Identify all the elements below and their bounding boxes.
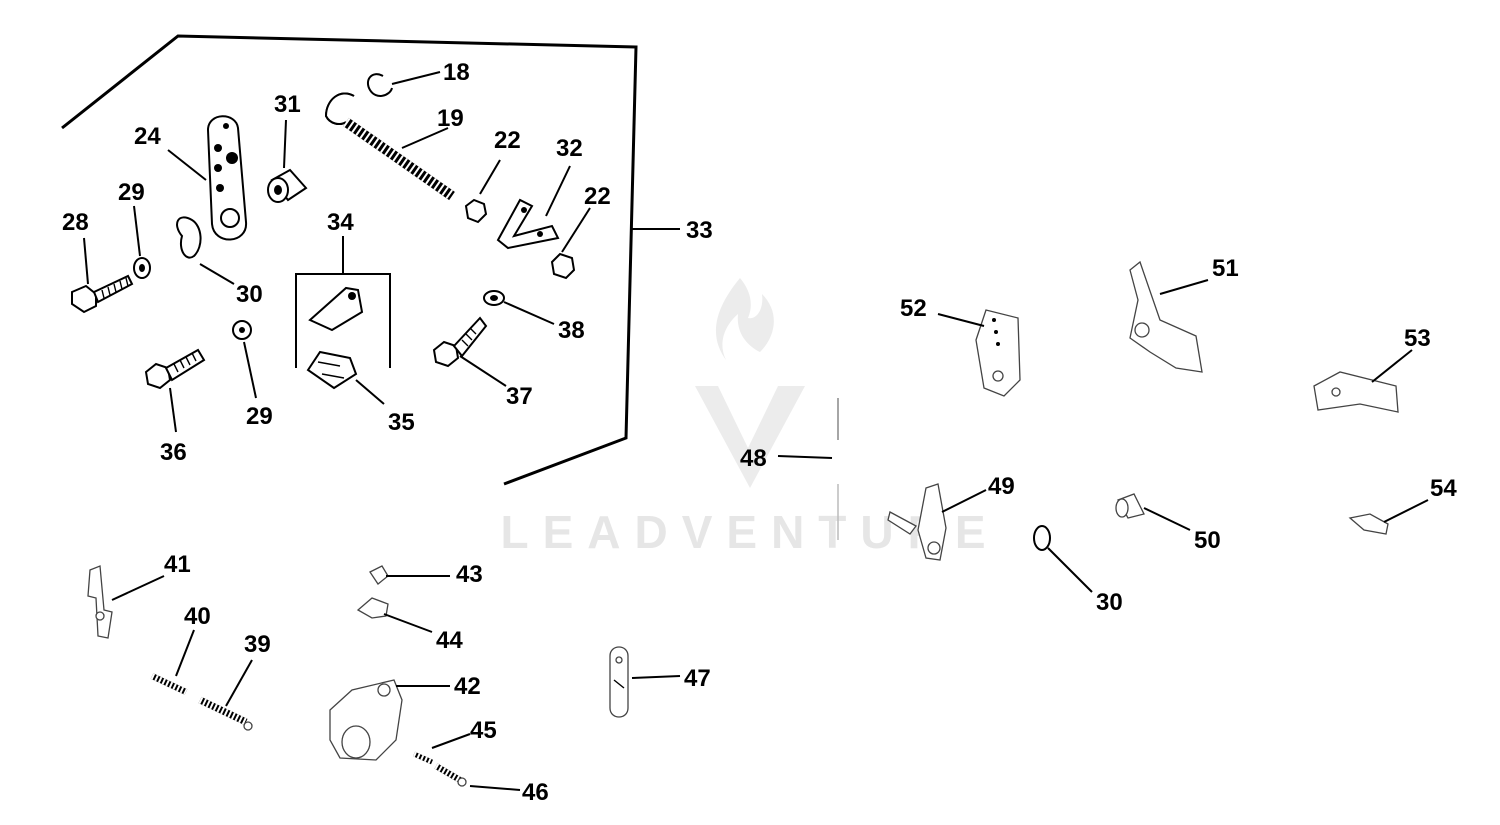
bolt-part-28 [71,274,134,314]
bushing-part-50 [1115,493,1145,519]
angle-bracket-part-32 [496,198,560,250]
callout-30-upper: 30 [236,281,263,308]
spring-part-45 [412,751,434,765]
e-clip-part-18 [366,73,393,97]
callout-labels: 18 19 22 32 22 33 24 31 28 29 34 30 38 3… [62,59,1457,806]
callout-51: 51 [1212,255,1239,282]
callout-29-upper: 29 [118,179,145,206]
sub-bracket-34 [295,236,391,368]
callout-33: 33 [686,217,713,244]
callout-34: 34 [327,209,354,236]
callout-38: 38 [558,317,585,344]
spring-rod-part-19 [324,92,455,201]
callout-35: 35 [388,409,415,436]
spring-part-40 [150,673,188,695]
washer-part-29-upper [133,257,151,279]
part-54 [1348,513,1389,535]
callout-22-lower: 22 [584,183,611,210]
spring-clip-part-35 [306,350,358,390]
callout-44: 44 [436,627,463,654]
screw-part-46 [434,763,467,787]
callout-40: 40 [184,603,211,630]
lever-part-49 [887,483,947,561]
spring-clip-part-30-upper [176,216,202,259]
callout-22-upper: 22 [494,127,521,154]
callout-41: 41 [164,551,191,578]
watermark-v-icon [695,386,805,488]
callout-29-lower: 29 [246,403,273,430]
callout-37: 37 [506,383,533,410]
callout-54: 54 [1430,475,1457,502]
carburetor-bracket-part-42 [329,679,403,761]
callout-52: 52 [900,295,927,322]
bolt-part-37 [432,316,488,368]
lever-part-52 [975,309,1021,397]
spring-part-39 [198,696,253,731]
bracket-part-53 [1313,371,1399,413]
screw-part-43 [369,565,389,585]
callout-30-lower: 30 [1096,589,1123,616]
callout-28: 28 [62,209,89,236]
watermark: LEADVENTURE [500,278,999,558]
spring-clip-part-30-lower [1033,525,1051,551]
throttle-link-part-41 [87,565,113,639]
callout-47: 47 [684,665,711,692]
bushing-part-31 [267,168,308,203]
callout-31: 31 [274,91,301,118]
watermark-text: LEADVENTURE [500,506,999,558]
callout-24: 24 [134,123,161,150]
lever-plate-part-24 [206,115,248,241]
watermark-flame-icon [715,278,774,360]
clip-bracket-part-34 [308,286,364,332]
bolt-part-36 [144,348,206,390]
callout-48: 48 [740,445,767,472]
callout-43: 43 [456,561,483,588]
lever-part-51 [1129,260,1203,373]
callout-50: 50 [1194,527,1221,554]
callout-39: 39 [244,631,271,658]
callout-19: 19 [437,105,464,132]
callout-18: 18 [443,59,470,86]
callout-45: 45 [470,717,497,744]
callout-53: 53 [1404,325,1431,352]
assembly-33-bracket [61,34,638,486]
callout-46: 46 [522,779,549,806]
callout-49: 49 [988,473,1015,500]
hex-nut-part-22-lower [550,252,576,280]
washer-part-38 [483,290,505,306]
leader-lines [83,71,1429,791]
hex-nut-part-22-upper [464,198,488,224]
callout-42: 42 [454,673,481,700]
callout-36: 36 [160,439,187,466]
callout-32: 32 [556,135,583,162]
washer-part-29-lower [232,320,252,340]
link-plate-part-47 [609,646,629,718]
clip-part-44 [356,597,389,619]
